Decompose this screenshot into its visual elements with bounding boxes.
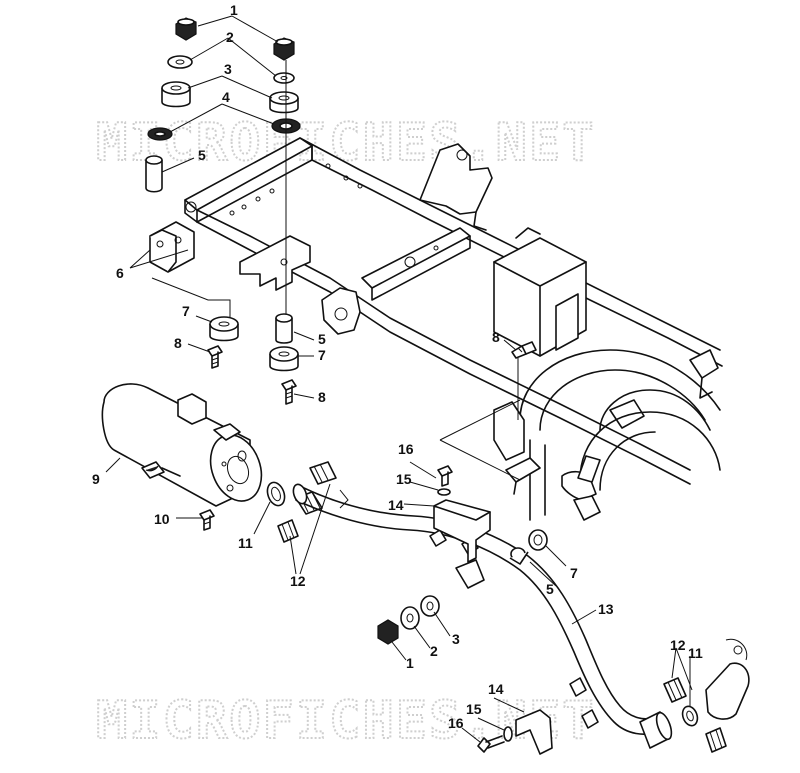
head-pipe-13 [292,483,673,749]
bolt-16b [477,735,505,753]
callout-10: 10 [154,511,170,527]
upper-mount-hardware [145,17,537,420]
gasket-11b [681,705,699,727]
callout-13: 13 [598,601,614,617]
callout-11: 11 [238,535,253,551]
washer-left-2 [167,55,193,69]
bolt-10 [199,509,215,531]
engine-port [705,638,750,720]
callout-16: 16 [398,441,414,457]
bushing-7c [528,529,548,551]
callout-7: 7 [182,303,190,319]
bracket-14b [515,709,553,755]
callout-labels: 1 2 3 4 5 6 7 8 5 7 8 8 9 10 11 12 16 15… [92,2,703,731]
bushing-center-7 [269,346,299,372]
washer-15b [503,726,513,742]
bolt-16a [437,465,453,487]
nut-left [175,17,197,41]
callout-11: 11 [688,645,703,661]
callout-1: 1 [230,2,238,18]
callout-9: 9 [92,471,100,487]
callout-15: 15 [466,701,482,717]
watermark-top: MICROFICHES.NET [96,113,596,173]
spacer-center-5 [275,313,293,344]
callout-3: 3 [224,61,232,77]
bushing-3b [420,595,440,617]
callout-5: 5 [198,147,206,163]
nut-right [273,37,295,61]
callout-16: 16 [448,715,464,731]
callout-4: 4 [222,89,230,105]
watermark-bottom: MICROFICHES.NET [96,691,596,751]
muffler-9 [101,383,263,507]
callout-14: 14 [388,497,404,513]
callout-2: 2 [430,643,438,659]
springs-12b [663,677,727,753]
callout-7: 7 [570,565,578,581]
callout-2: 2 [226,29,234,45]
bushing-right-3 [269,91,299,114]
callout-7: 7 [318,347,326,363]
plate-bracket-6 [149,221,195,273]
washer-left-4 [147,127,173,141]
bolt-right-8 [511,341,537,359]
washer-right-2 [273,72,295,84]
gasket-11a [266,481,286,507]
callout-12: 12 [670,637,686,653]
bracket-14a [433,499,491,563]
leader-lines [105,15,693,743]
callout-8: 8 [318,389,326,405]
callout-3: 3 [452,631,460,647]
callout-5: 5 [318,331,326,347]
bushing-left-7 [209,316,239,342]
washer-15a [437,488,451,496]
spacer-left-5 [145,155,163,193]
callout-15: 15 [396,471,412,487]
callout-1: 1 [406,655,414,671]
callout-5: 5 [546,581,554,597]
bolt-center-8 [281,379,297,405]
bolt-left-8 [207,345,223,369]
washer-2b [400,606,420,630]
callout-8: 8 [174,335,182,351]
callout-14: 14 [488,681,504,697]
frame [184,137,723,521]
callout-6: 6 [116,265,124,281]
callout-8: 8 [492,329,500,345]
nut-1b [377,619,399,645]
callout-12: 12 [290,573,306,589]
spacer-5c [509,547,529,565]
bushing-left-3 [161,81,191,108]
